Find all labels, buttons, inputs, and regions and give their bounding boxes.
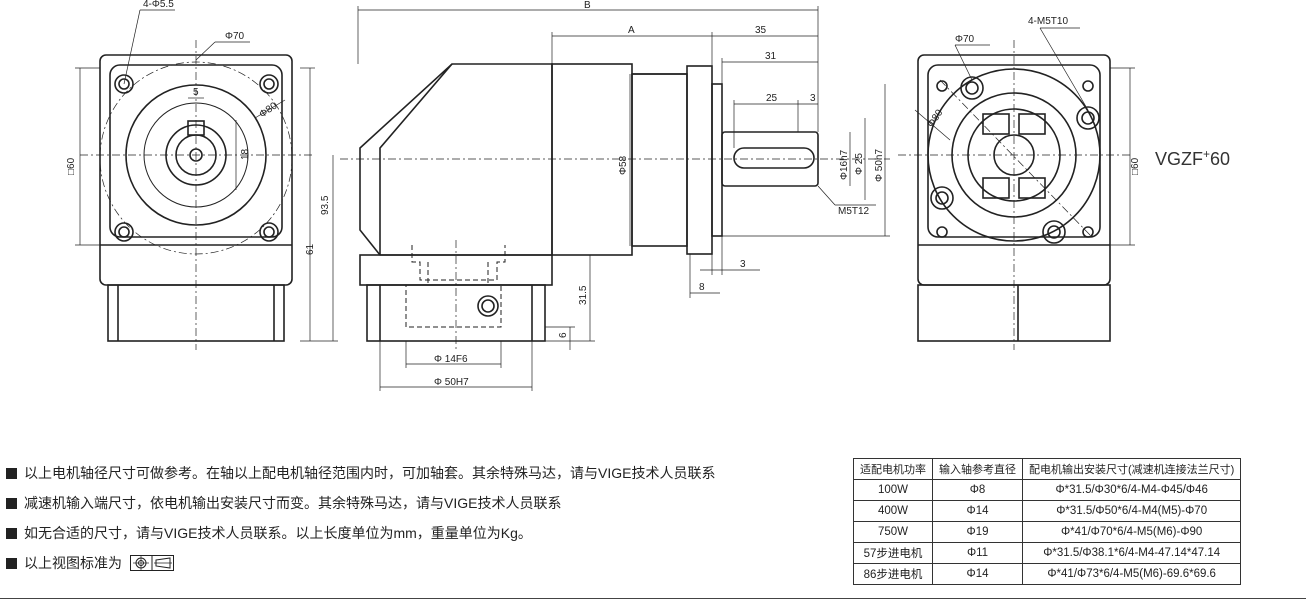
table-cell: Φ*41/Φ70*6/4-M5(M6)-Φ90 (1021, 521, 1242, 543)
bullet-square-icon (6, 467, 17, 479)
table-header: 输入轴参考直径 (932, 458, 1023, 480)
table-cell: 400W (853, 500, 933, 522)
bullet-square-icon (6, 497, 17, 509)
table-cell: 100W (853, 479, 933, 501)
note-item: 以上视图标准为 (6, 548, 836, 578)
note-item: 减速机输入端尺寸，依电机输出安装尺寸而变。其余特殊马达，请与VIGE技术人员联系 (6, 488, 836, 518)
dim-61: 61 (305, 243, 316, 255)
note-text: 减速机输入端尺寸，依电机输出安装尺寸而变。其余特殊马达，请与VIGE技术人员联系 (24, 495, 562, 511)
table-row: 750W Φ19 Φ*41/Φ70*6/4-M5(M6)-Φ90 (853, 521, 1242, 543)
projection-symbol-icon (130, 555, 174, 571)
dim-phi50h7: Φ 50H7 (434, 377, 469, 388)
dim-A: A (628, 25, 635, 36)
dim-sq60-left: □60 (66, 157, 77, 175)
table-row: 400W Φ14 Φ*31.5/Φ50*6/4-M4(M5)-Φ70 (853, 500, 1242, 522)
dim-phi16h7: Φ16h7 (839, 149, 850, 180)
dim-phi14f6: Φ 14F6 (434, 354, 468, 365)
bullet-square-icon (6, 527, 17, 539)
dim-31-5: 31.5 (578, 285, 589, 305)
table-cell: 750W (853, 521, 933, 543)
table-row: 86步进电机 Φ14 Φ*41/Φ73*6/4-M5(M6)-69.6*69.6 (853, 563, 1242, 585)
table-header: 适配电机功率 (853, 458, 933, 480)
note-text: 以上视图标准为 (24, 555, 122, 571)
dim-35: 35 (755, 25, 767, 36)
dim-phi50h7-out: Φ 50h7 (874, 149, 885, 182)
table-cell: Φ*41/Φ73*6/4-M5(M6)-69.6*69.6 (1021, 563, 1242, 585)
bullet-square-icon (6, 557, 17, 569)
table-header-row: 适配电机功率 输入轴参考直径 配电机输出安装尺寸(减速机连接法兰尺寸) (853, 458, 1242, 480)
note-text: 以上电机轴径尺寸可做参考。在轴以上配电机轴径范围内时，可加轴套。其余特殊马达，请… (24, 465, 716, 481)
right-rear-view (898, 27, 1135, 350)
dim-8: 8 (699, 282, 705, 293)
dim-3-bottom: 3 (740, 259, 746, 270)
table-header: 配电机输出安装尺寸(减速机连接法兰尺寸) (1021, 458, 1242, 480)
dim-phi58: Φ58 (618, 155, 629, 175)
table-cell: Φ11 (932, 542, 1023, 564)
table-row: 100W Φ8 Φ*31.5/Φ30*6/4-M4-Φ45/Φ46 (853, 479, 1242, 501)
dim-3-top: 3 (810, 93, 816, 104)
table-cell: Φ*31.5/Φ38.1*6/4-M4-47.14*47.14 (1021, 542, 1242, 564)
dim-31: 31 (765, 51, 777, 62)
dim-25: 25 (766, 93, 778, 104)
dim-phi70-left: Φ70 (225, 31, 245, 42)
technical-drawing: 4-Φ5.5 Φ70 Φ80 5 18 □60 93.5 61 B A 35 3… (66, 0, 1230, 391)
dim-key-5: 5 (193, 87, 199, 98)
table-cell: Φ8 (932, 479, 1023, 501)
spec-table: 适配电机功率 输入轴参考直径 配电机输出安装尺寸(减速机连接法兰尺寸) 100W… (853, 458, 1242, 585)
table-cell: 57步进电机 (853, 542, 933, 564)
table-cell: Φ*31.5/Φ30*6/4-M4-Φ45/Φ46 (1021, 479, 1242, 501)
note-item: 以上电机轴径尺寸可做参考。在轴以上配电机轴径范围内时，可加轴套。其余特殊马达，请… (6, 458, 836, 488)
note-text: 如无合适的尺寸，请与VIGE技术人员联系。以上长度单位为mm，重量单位为Kg。 (24, 525, 532, 541)
dim-phi80-left: Φ80 (257, 100, 279, 120)
dim-B: B (584, 0, 591, 11)
dim-holes-left: 4-Φ5.5 (143, 0, 174, 10)
table-cell: Φ14 (932, 500, 1023, 522)
dim-phi70-right: Φ70 (955, 34, 975, 45)
notes-list: 以上电机轴径尺寸可做参考。在轴以上配电机轴径范围内时，可加轴套。其余特殊马达，请… (6, 458, 836, 578)
table-cell: Φ*31.5/Φ50*6/4-M4(M5)-Φ70 (1021, 500, 1242, 522)
dim-m5t12: M5T12 (838, 206, 870, 217)
dim-93-5: 93.5 (320, 195, 331, 215)
table-cell: 86步进电机 (853, 563, 933, 585)
middle-side-view (340, 6, 890, 391)
dim-4-m5t10: 4-M5T10 (1028, 16, 1068, 27)
note-item: 如无合适的尺寸，请与VIGE技术人员联系。以上长度单位为mm，重量单位为Kg。 (6, 518, 836, 548)
dim-sq60-right: □60 (1130, 157, 1141, 175)
table-cell: Φ14 (932, 563, 1023, 585)
left-front-view (75, 9, 338, 350)
table-cell: Φ19 (932, 521, 1023, 543)
bottom-divider (0, 598, 1306, 599)
dim-phi25: Φ 25 (854, 153, 865, 175)
dim-6: 6 (558, 332, 569, 338)
model-label: VGZF+60 (1155, 147, 1230, 169)
table-row: 57步进电机 Φ11 Φ*31.5/Φ38.1*6/4-M4-47.14*47.… (853, 542, 1242, 564)
dim-key-18: 18 (240, 148, 251, 160)
